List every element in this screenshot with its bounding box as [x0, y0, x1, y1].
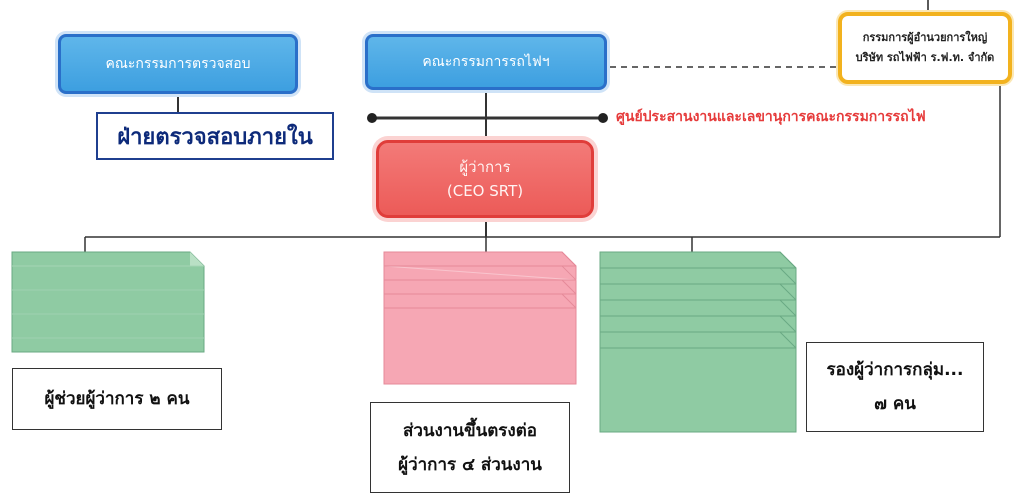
direct-units-folder-stack-icon — [383, 251, 578, 385]
deputies-folder-stack-icon — [599, 251, 797, 433]
assistants-folder-icon — [11, 251, 205, 353]
governor-subtitle: (CEO SRT) — [446, 182, 524, 200]
deputies-line2: ๗ คน — [874, 394, 916, 414]
governor-title: ผู้ว่าการ — [459, 158, 511, 176]
deputies-label-box[interactable]: รองผู้ว่าการกลุ่ม... ๗ คน — [806, 342, 984, 432]
subsidiary-director-box[interactable]: กรรมการผู้อำนวยการใหญ่ บริษัท รถไฟฟ้า ร.… — [838, 12, 1012, 84]
audit-committee-box[interactable]: คณะกรรมการตรวจสอบ — [58, 34, 298, 94]
direct-units-label-box[interactable]: ส่วนงานขึ้นตรงต่อ ผู้ว่าการ ๔ ส่วนงาน — [370, 402, 570, 493]
internal-audit-label: ฝ่ายตรวจสอบภายใน — [117, 124, 313, 150]
subsidiary-director-line2: บริษัท รถไฟฟ้า ร.ฟ.ท. จำกัด — [855, 51, 995, 64]
assistants-label: ผู้ช่วยผู้ว่าการ ๒ คน — [44, 389, 190, 409]
railway-board-label: คณะกรรมการรถไฟฯ — [422, 54, 550, 70]
deputies-line1: รองผู้ว่าการกลุ่ม... — [826, 360, 964, 380]
coordination-center-label: ศูนย์ประสานงานและเลขานุการคณะกรรมการรถไฟ — [616, 109, 926, 125]
audit-committee-label: คณะกรรมการตรวจสอบ — [105, 56, 251, 72]
coordination-bar-right-dot — [598, 113, 608, 123]
internal-audit-box[interactable]: ฝ่ายตรวจสอบภายใน — [96, 112, 334, 160]
railway-board-box[interactable]: คณะกรรมการรถไฟฯ — [365, 34, 607, 90]
direct-units-line1: ส่วนงานขึ้นตรงต่อ — [403, 420, 537, 441]
direct-units-line2: ผู้ว่าการ ๔ ส่วนงาน — [398, 454, 542, 475]
subsidiary-director-line1: กรรมการผู้อำนวยการใหญ่ — [862, 31, 988, 44]
assistants-label-box[interactable]: ผู้ช่วยผู้ว่าการ ๒ คน — [12, 368, 222, 430]
coordination-bar-left-dot — [367, 113, 377, 123]
governor-box[interactable]: ผู้ว่าการ (CEO SRT) — [376, 140, 594, 218]
